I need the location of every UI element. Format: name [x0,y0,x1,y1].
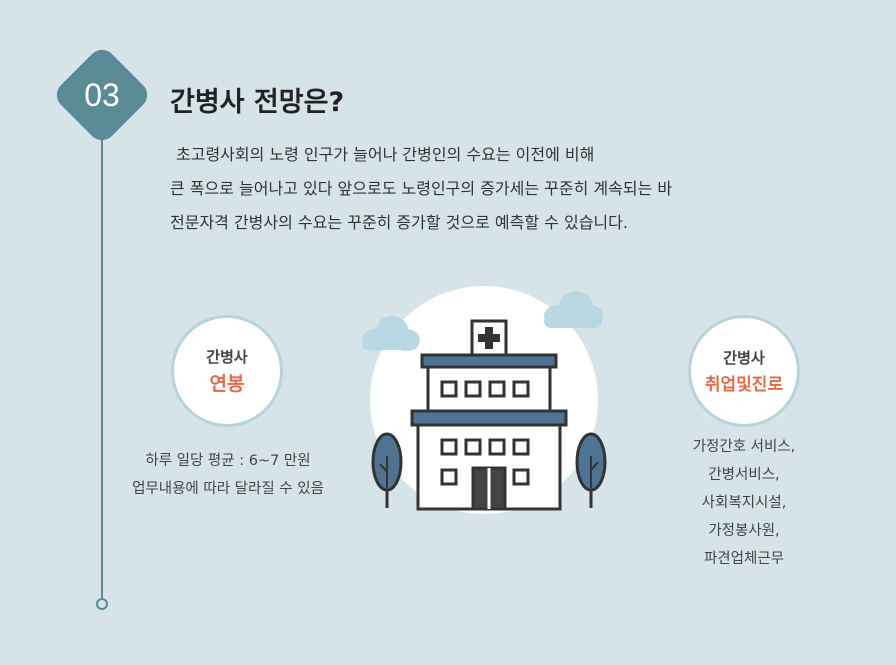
career-details: 가정간호 서비스, 간병서비스, 사회복지시설, 가정봉사원, 파견업체근무 [668,433,820,573]
career-detail-line: 가정봉사원, [708,523,780,539]
tree-icon [575,432,607,508]
section-title: 간병사 전망은? [170,87,345,118]
step-number: 03 [84,76,120,113]
cloud-icon [544,291,603,328]
salary-detail-line: 하루 일당 평균 : 6~7 만원 [145,453,311,469]
description-line: 전문자격 간병사의 수요는 꾸준히 증가할 것으로 예측할 수 있습니다. [170,213,628,232]
description-line: 큰 폭으로 늘어나고 있다 앞으로도 노령인구의 증가세는 꾸준히 계속되는 바 [170,179,673,198]
description: 초고령사회의 노령 인구가 늘어나 간병인의 수요는 이전에 비해 큰 폭으로 … [170,138,790,240]
timeline-end-dot [96,598,108,610]
salary-small-label: 간병사 [206,348,248,366]
salary-big-label: 연봉 [209,373,245,395]
career-big-label: 취업및진로 [704,375,784,395]
hospital-building-icon [362,286,607,514]
career-detail-line: 파견업체근무 [703,551,785,567]
career-small-label: 간병사 [723,349,765,367]
career-detail-line: 가정간호 서비스, [692,439,796,455]
description-line: 초고령사회의 노령 인구가 늘어나 간병인의 수요는 이전에 비해 [176,145,595,164]
career-circle: 간병사 취업및진로 [688,315,800,427]
salary-detail-line: 업무내용에 따라 달라질 수 있음 [132,481,324,497]
salary-details: 하루 일당 평균 : 6~7 만원 업무내용에 따라 달라질 수 있음 [100,447,356,503]
career-detail-line: 간병서비스, [708,467,780,483]
salary-circle: 간병사 연봉 [171,315,283,427]
cloud-icon [362,316,420,351]
timeline-line [101,130,103,598]
tree-icon [371,432,403,508]
career-detail-line: 사회복지시설, [701,495,787,511]
medical-cross-icon [478,327,500,349]
